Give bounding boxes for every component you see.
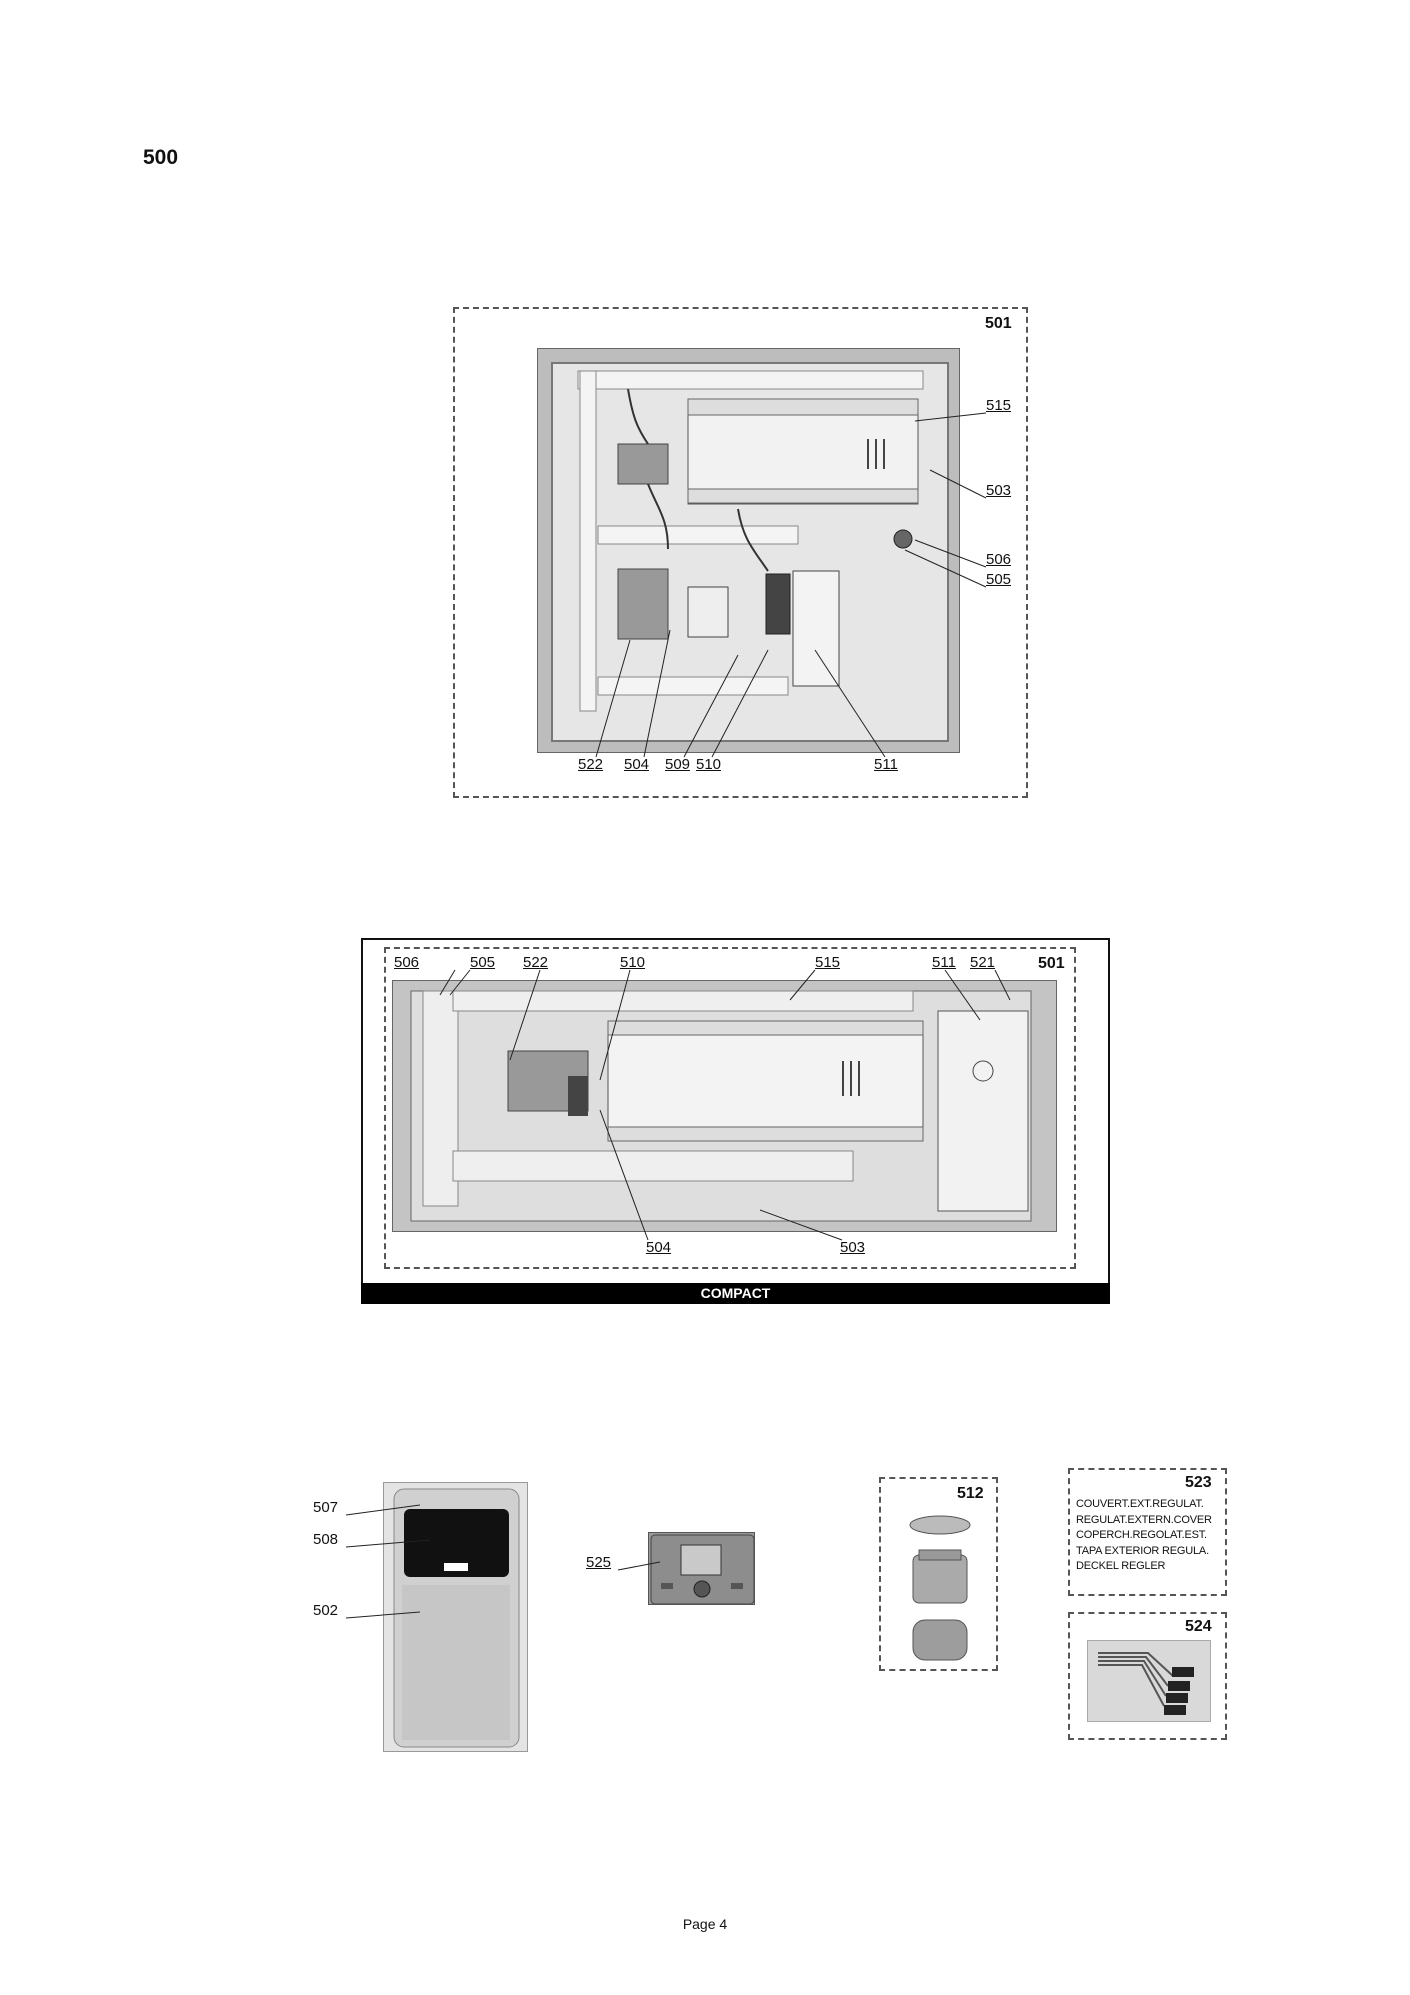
figure2-frame bbox=[384, 947, 1076, 1269]
figure2-callout-522: 522 bbox=[523, 954, 549, 971]
cover-kit-line-2: REGULAT.EXTERN.COVER bbox=[1076, 1513, 1212, 1526]
harness-id: 524 bbox=[1185, 1618, 1212, 1635]
wiring-harness-photo bbox=[1087, 1640, 1211, 1722]
figure1-frame-id: 501 bbox=[985, 315, 1012, 332]
cover-kit-frame bbox=[1068, 1468, 1227, 1596]
figure1-callout-515: 515 bbox=[986, 397, 1012, 414]
callout-507: 507 bbox=[313, 1499, 339, 1516]
figure1-callout-504: 504 bbox=[624, 756, 650, 773]
figure1-callout-511: 511 bbox=[874, 756, 898, 773]
figure2-frame-id: 501 bbox=[1038, 955, 1065, 972]
callout-508: 508 bbox=[313, 1531, 339, 1548]
gland-kit-id: 512 bbox=[957, 1485, 984, 1502]
figure2-callout-510: 510 bbox=[620, 954, 646, 971]
figure2-callout-503: 503 bbox=[840, 1239, 866, 1256]
section-number: 500 bbox=[143, 146, 179, 169]
cover-kit-line-5: DECKEL REGLER bbox=[1076, 1560, 1166, 1572]
control-panel-photo bbox=[537, 348, 960, 753]
figure2-callout-504: 504 bbox=[646, 1239, 672, 1256]
compact-panel-photo bbox=[392, 980, 1057, 1232]
cable-gland-parts bbox=[909, 1515, 971, 1661]
room-control-unit-photo bbox=[648, 1532, 755, 1605]
figure2-callout-515: 515 bbox=[815, 954, 841, 971]
figure2-callout-506: 506 bbox=[394, 954, 420, 971]
callout-502: 502 bbox=[313, 1602, 339, 1619]
harness-frame bbox=[1068, 1612, 1227, 1740]
figure2-callout-521: 521 bbox=[970, 954, 996, 971]
page-number: Page 4 bbox=[682, 1916, 728, 1932]
figure1-callout-503: 503 bbox=[986, 482, 1012, 499]
figure1-callout-510: 510 bbox=[696, 756, 722, 773]
figure1-frame bbox=[453, 307, 1028, 798]
cover-kit-line-1: COUVERT.EXT.REGULAT. bbox=[1076, 1498, 1204, 1510]
cover-kit-id: 523 bbox=[1185, 1474, 1212, 1491]
figure2-callout-511: 511 bbox=[932, 954, 956, 971]
gland-kit-frame bbox=[879, 1477, 998, 1671]
cover-kit-line-4: TAPA EXTERIOR REGULA. bbox=[1076, 1544, 1209, 1557]
callout-525: 525 bbox=[586, 1554, 612, 1571]
regulator-cover-photo bbox=[383, 1482, 528, 1752]
figure1-callout-505: 505 bbox=[986, 571, 1012, 588]
figure1-callout-509: 509 bbox=[665, 756, 691, 773]
cover-kit-line-3: COPERCH.REGOLAT.EST. bbox=[1076, 1529, 1207, 1541]
figure1-callout-506: 506 bbox=[986, 551, 1012, 568]
figure2-caption-bar: COMPACT bbox=[361, 1283, 1110, 1304]
figure2-callout-505: 505 bbox=[470, 954, 496, 971]
figure1-callout-522: 522 bbox=[578, 756, 604, 773]
cover-kit-text: COUVERT.EXT.REGULAT. REGULAT.EXTERN.COVE… bbox=[1076, 1497, 1212, 1575]
